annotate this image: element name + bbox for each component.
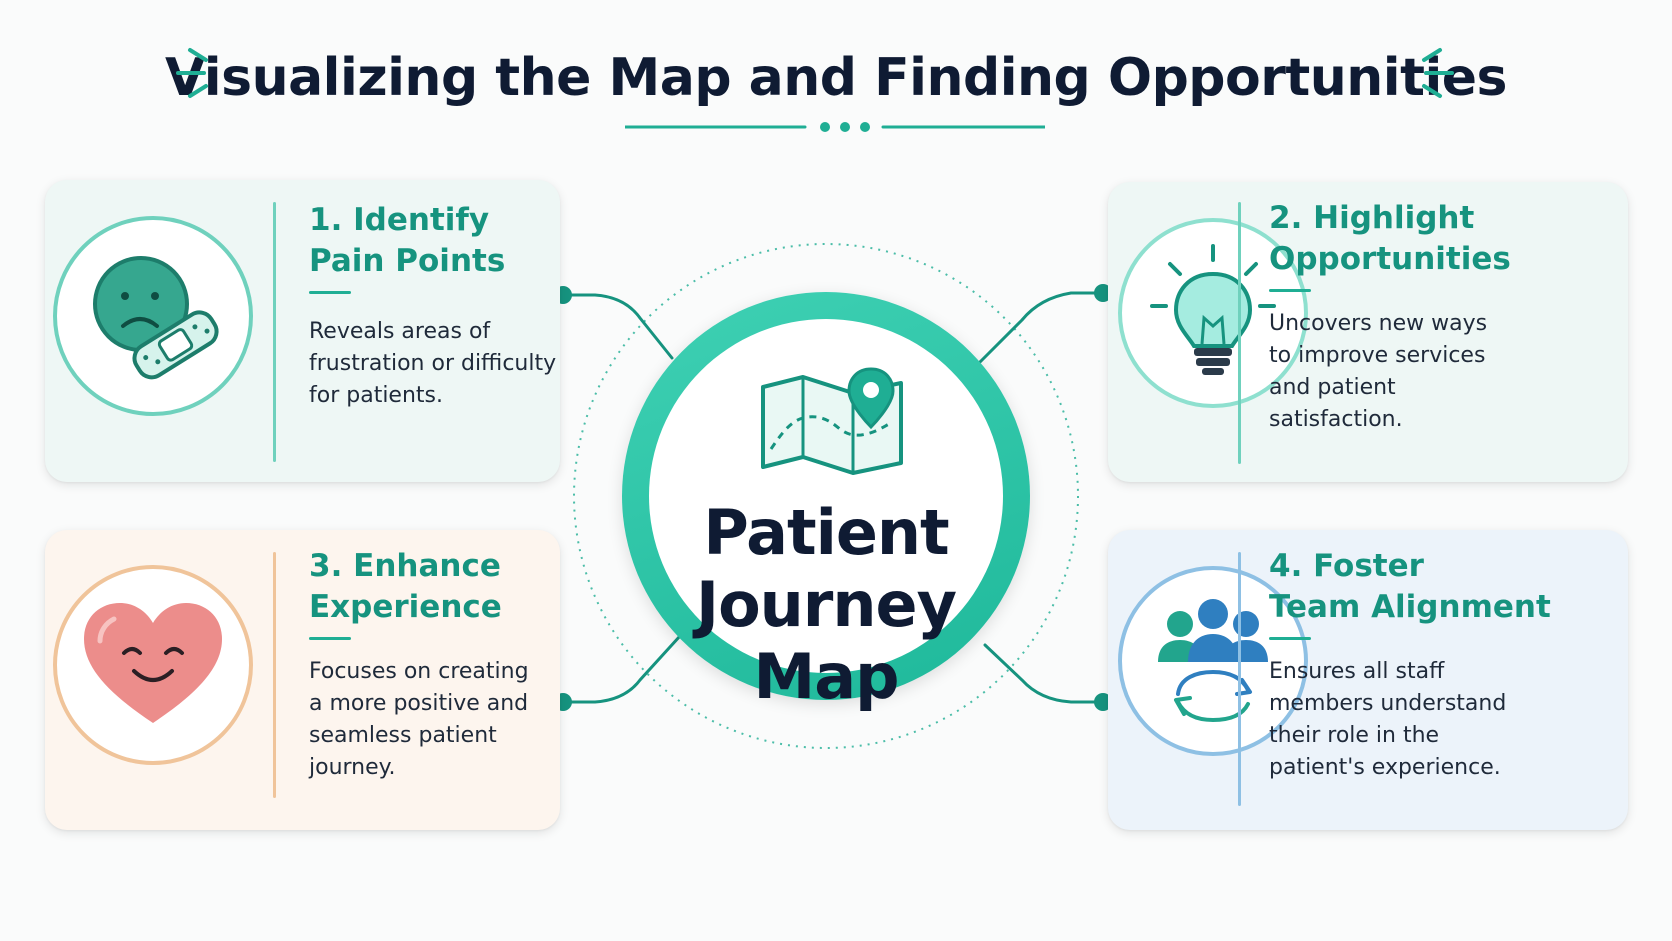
center-hub: Patient Journey Map: [622, 292, 1030, 713]
center-hub-inner: Patient Journey Map: [649, 319, 1003, 713]
card-dash: [309, 637, 351, 640]
card-icon-ring: [1118, 566, 1308, 756]
card-divider: [273, 202, 276, 462]
card-highlight-opportunities: 2. Highlight Opportunities Uncovers new …: [1108, 182, 1628, 482]
map-pin-icon: [761, 367, 903, 475]
card-4-divider: [1238, 552, 1241, 806]
card-dash: [1269, 289, 1311, 292]
card-divider: [273, 552, 276, 798]
team-cycle-icon: [1158, 599, 1268, 723]
sad-face-bandage-icon: [93, 256, 219, 380]
card-description: Focuses on creating a more positive and …: [309, 659, 529, 780]
card-dash: [1269, 637, 1311, 640]
lightbulb-icon: [1150, 244, 1276, 375]
smiling-heart-icon: [84, 603, 222, 723]
title-block: Visualizing the Map and Finding Opportun…: [0, 40, 1672, 116]
card-icon-ring: [53, 216, 253, 416]
card-identify-pain-points: 1. Identify Pain Points Reveals areas of…: [45, 180, 560, 482]
card-description: Uncovers new ways to improve services an…: [1269, 311, 1488, 432]
card-foster-team-alignment: 4. Foster Team Alignment Ensures all sta…: [1108, 530, 1628, 830]
sparkle-right-icon: [1422, 48, 1454, 98]
card-title: 1. Identify Pain Points: [309, 202, 506, 279]
card-description: Reveals areas of frustration or difficul…: [309, 319, 557, 408]
card-icon-ring: [1118, 218, 1308, 408]
card-title: 2. Highlight Opportunities: [1269, 200, 1511, 277]
card-2-divider: [1238, 202, 1241, 464]
page-title: Visualizing the Map and Finding Opportun…: [164, 48, 1508, 108]
title-divider: [625, 122, 1045, 132]
card-enhance-experience: 3. Enhance Experience Focuses on creatin…: [45, 530, 560, 830]
sparkle-left-icon: [176, 48, 208, 98]
card-title: 3. Enhance Experience: [309, 548, 502, 625]
card-description: Ensures all staff members understand the…: [1269, 659, 1507, 780]
card-dash: [309, 291, 351, 294]
card-title: 4. Foster Team Alignment: [1269, 548, 1551, 625]
center-title: Patient Journey Map: [696, 496, 957, 713]
card-icon-ring: [53, 565, 253, 765]
